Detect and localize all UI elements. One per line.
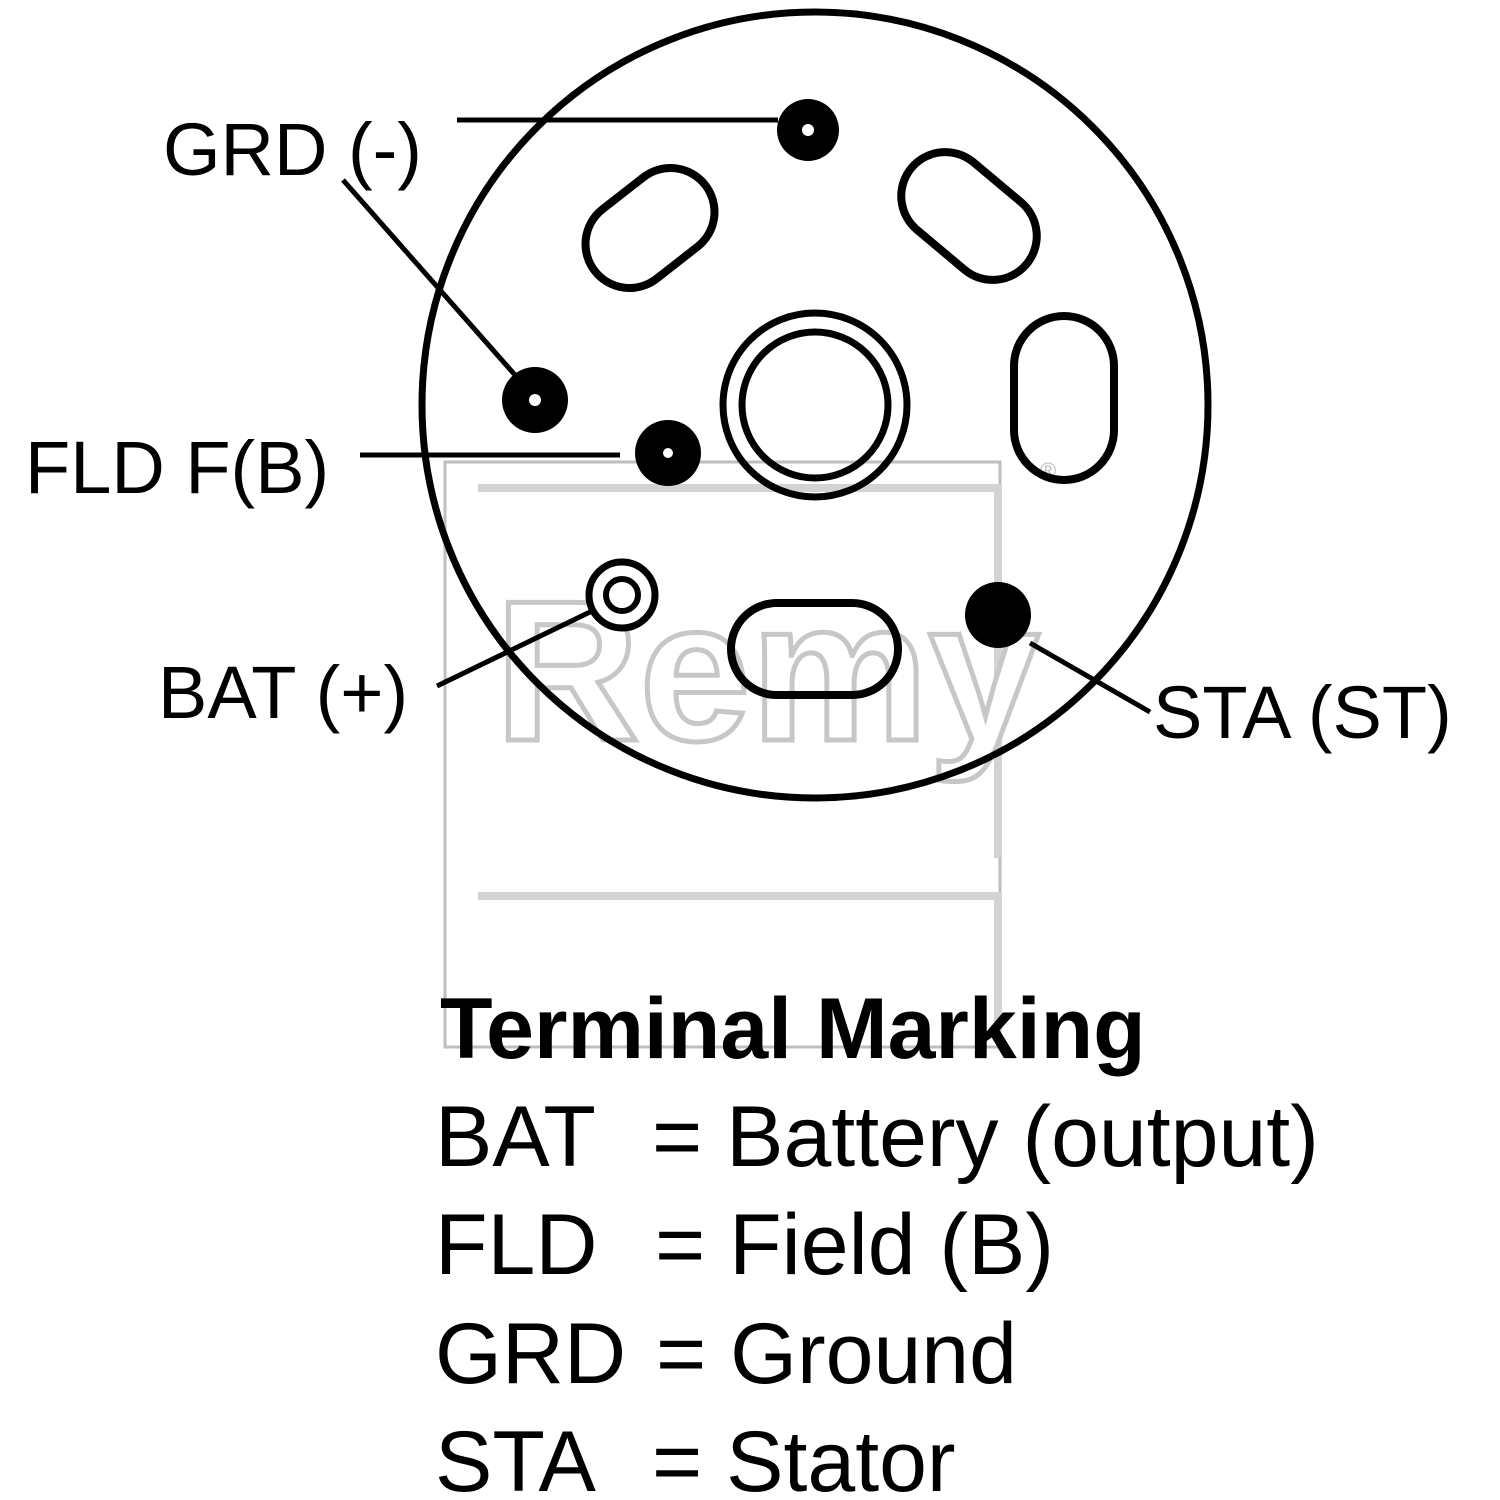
center-boss	[719, 309, 911, 501]
legend-meaning-fld: = Field (B)	[655, 1197, 1054, 1293]
slot-bottom	[727, 599, 902, 699]
bat-leader	[435, 609, 592, 689]
remy-watermark: Remy ®	[443, 458, 1056, 1049]
sta-leader	[1028, 640, 1152, 715]
fld-label: FLD F(B)	[25, 426, 329, 509]
slot-upper-right	[897, 148, 1041, 284]
leader-lines	[341, 117, 1152, 715]
sta-label: STA (ST)	[1153, 671, 1452, 754]
legend-meaning-bat: = Battery (output)	[652, 1089, 1319, 1185]
watermark-brand: Remy	[495, 560, 1040, 783]
grd-stud-lower	[502, 367, 568, 433]
vent-slots	[581, 148, 1118, 699]
slot-upper-left	[581, 163, 719, 293]
legend-meaning-sta: = Stator	[652, 1414, 956, 1500]
legend-abbr-bat: BAT	[435, 1089, 596, 1185]
legend-abbr-fld: FLD	[435, 1197, 597, 1293]
slot-right	[1010, 312, 1118, 484]
legend-title: Terminal Marking	[440, 981, 1146, 1077]
bat-stud	[585, 558, 659, 632]
legend-abbr-sta: STA	[435, 1414, 597, 1500]
legend-abbr-grd: GRD	[435, 1306, 626, 1402]
bat-label: BAT (+)	[158, 651, 408, 734]
grd-stud	[777, 99, 839, 161]
fld-stud	[635, 420, 701, 486]
sta-stud	[965, 582, 1031, 648]
grd-leader-diagonal	[341, 178, 517, 377]
terminal-legend: Terminal Marking BAT = Battery (output) …	[435, 981, 1319, 1500]
legend-meaning-grd: = Ground	[656, 1306, 1017, 1402]
grd-label: GRD (-)	[163, 108, 422, 191]
housing-outline	[418, 8, 1212, 802]
